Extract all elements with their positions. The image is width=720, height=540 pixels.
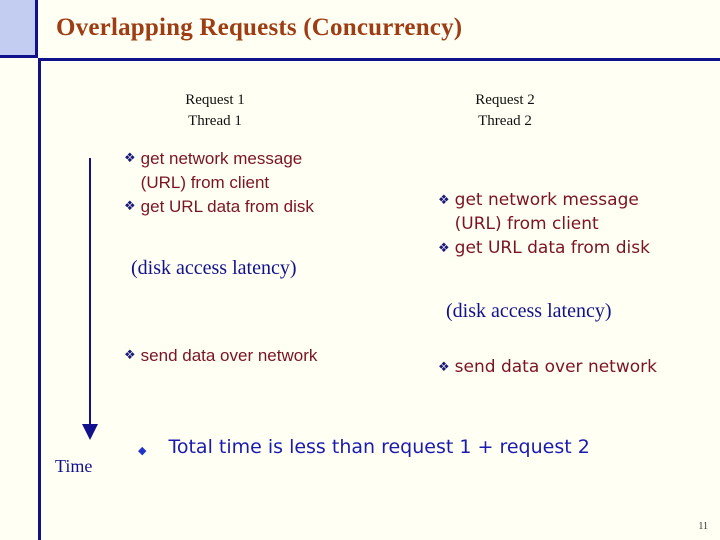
diamond-bullet-icon: ❖ xyxy=(438,192,450,207)
latency-note-left: (disk access latency) xyxy=(131,257,297,279)
list-item: ❖ send data over network xyxy=(124,344,317,368)
down-arrow-icon xyxy=(82,424,98,440)
request-label-left: Request 1 xyxy=(185,92,245,108)
page-title: Overlapping Requests (Concurrency) xyxy=(56,14,463,41)
list-item: ❖ get network message (URL) from client xyxy=(124,147,314,195)
list-item: ❖ get URL data from disk xyxy=(124,195,314,219)
diamond-bullet-icon: ❖ xyxy=(438,359,450,374)
step-text: send data over network xyxy=(454,357,657,377)
list-item: ❖ get URL data from disk xyxy=(438,236,650,260)
thread-left-steps: ❖ get network message (URL) from client … xyxy=(124,147,314,219)
request-label-right: Request 2 xyxy=(475,92,535,108)
step-text: send data over network xyxy=(140,346,318,365)
column-header-right: Request 2 Thread 2 xyxy=(440,90,570,132)
header-divider-line xyxy=(38,58,720,61)
diamond-bullet-icon: ❖ xyxy=(438,240,450,255)
time-axis-line xyxy=(89,158,91,426)
diamond-bullet-icon: ◆ xyxy=(138,445,147,457)
thread-right-final-step: ❖ send data over network xyxy=(438,355,657,379)
left-margin-line xyxy=(38,58,41,540)
conclusion-row: ◆ Total time is less than request 1 + re… xyxy=(138,436,590,458)
thread-label-left: Thread 1 xyxy=(188,113,242,129)
latency-note-right: (disk access latency) xyxy=(446,300,612,322)
diamond-bullet-icon: ❖ xyxy=(124,198,136,213)
conclusion-text: Total time is less than request 1 + requ… xyxy=(168,436,590,458)
step-text: get network message (URL) from client xyxy=(140,149,303,192)
time-axis-label: Time xyxy=(55,456,93,476)
page-number: 11 xyxy=(698,521,708,532)
column-header-left: Request 1 Thread 1 xyxy=(150,90,280,132)
thread-left-final-step: ❖ send data over network xyxy=(124,344,317,368)
diamond-bullet-icon: ❖ xyxy=(124,347,136,362)
step-text: get URL data from disk xyxy=(140,197,314,216)
list-item: ❖ get network message (URL) from client xyxy=(438,188,650,236)
diamond-bullet-icon: ❖ xyxy=(124,150,136,165)
thread-label-right: Thread 2 xyxy=(478,113,532,129)
thread-right-steps: ❖ get network message (URL) from client … xyxy=(438,188,650,260)
list-item: ❖ send data over network xyxy=(438,355,657,379)
step-text: get network message (URL) from client xyxy=(454,190,639,234)
step-text: get URL data from disk xyxy=(454,238,650,258)
header-accent-box xyxy=(0,0,38,58)
